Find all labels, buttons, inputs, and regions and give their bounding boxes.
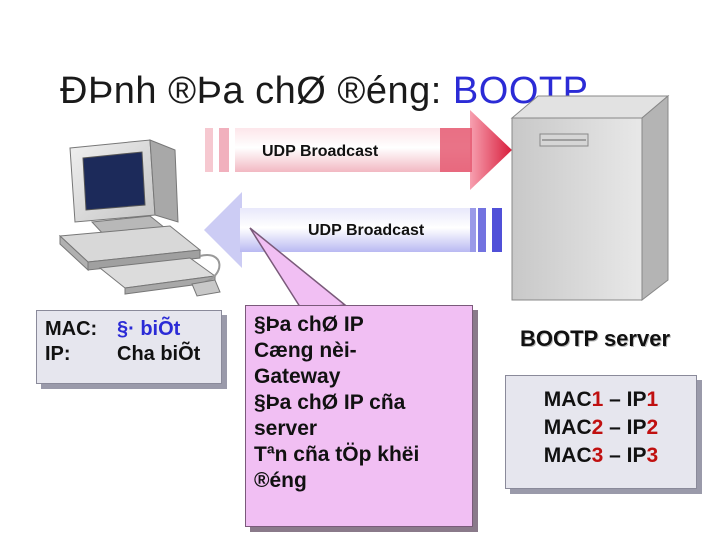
mac-key: MAC:	[45, 318, 98, 340]
page-title: ĐÞnh ®Þa chØ ®éng: BOOTP	[60, 70, 588, 113]
mac-number: 1	[591, 388, 604, 411]
mapping-row: MAC1 – IP1	[514, 386, 688, 414]
separator: –	[603, 416, 627, 439]
callout-line: Tªn cña tÖp khëi	[254, 443, 420, 466]
separator: –	[603, 388, 627, 411]
mac-prefix: MAC	[543, 416, 592, 439]
mac-prefix: MAC	[543, 388, 592, 411]
mac-value: §· biÕt	[117, 318, 181, 340]
udp-broadcast-arrow-right	[205, 110, 512, 190]
ip-prefix: IP	[626, 444, 647, 467]
mac-prefix: MAC	[543, 444, 592, 467]
ip-number: 1	[646, 388, 659, 411]
callout-line: §Þa chØ IP cña	[254, 391, 406, 414]
ip-prefix: IP	[626, 416, 647, 439]
ip-number: 3	[646, 444, 659, 467]
mac-number: 2	[591, 416, 604, 439]
client-mac-row: MAC: §· biÕt	[45, 317, 213, 342]
mac-ip-mapping-table: MAC1 – IP1 MAC2 – IP2 MAC3 – IP3	[505, 375, 697, 489]
client-computer-icon	[58, 139, 221, 297]
ip-number: 2	[646, 416, 659, 439]
bootp-server-icon	[510, 94, 670, 302]
ip-prefix: IP	[626, 388, 647, 411]
mac-number: 3	[591, 444, 604, 467]
separator: –	[603, 444, 627, 467]
mapping-row: MAC2 – IP2	[514, 414, 688, 442]
client-ip-row: IP: Ch­a biÕt	[45, 342, 213, 367]
ip-key: IP:	[45, 343, 71, 365]
callout-line: Cæng nèi-	[254, 339, 357, 362]
reply-contents-callout: §Þa chØ IP Cæng nèi- Gateway §Þa chØ IP …	[245, 305, 473, 527]
ip-value: Ch­a biÕt	[117, 343, 201, 365]
callout-line: §Þa chØ IP	[254, 313, 364, 336]
udp-label-bottom: UDP Broadcast	[308, 222, 425, 239]
mapping-row: MAC3 – IP3	[514, 442, 688, 470]
callout-line: Gateway	[254, 365, 341, 388]
callout-line: server	[254, 417, 318, 440]
client-address-box: MAC: §· biÕt IP: Ch­a biÕt	[36, 310, 222, 384]
title-main: ĐÞnh ®Þa chØ ®éng:	[60, 70, 453, 112]
udp-label-top: UDP Broadcast	[262, 143, 379, 160]
udp-broadcast-arrow-left	[204, 192, 502, 268]
server-label: BOOTP server	[520, 326, 671, 351]
callout-line: ®éng	[254, 469, 307, 492]
